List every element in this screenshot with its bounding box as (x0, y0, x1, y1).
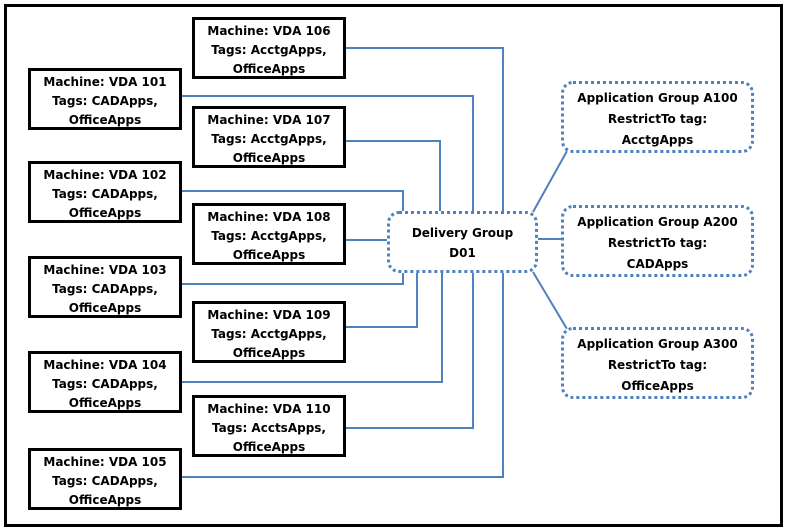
machine-node-vda-101: Machine: VDA 101 Tags: CADApps, OfficeAp… (28, 68, 182, 130)
machine-tags-line1: Tags: AcctgApps, (211, 43, 327, 57)
connector-vda107-dg (346, 140, 441, 213)
application-group-title: Application Group A200 (577, 215, 738, 229)
restrict-to-tag: CADApps (626, 257, 689, 271)
machine-node-vda-102: Machine: VDA 102 Tags: CADApps, OfficeAp… (28, 161, 182, 223)
machine-name: Machine: VDA 108 (207, 210, 331, 224)
application-group-node-a300: Application Group A300 RestrictTo tag: O… (561, 327, 754, 399)
delivery-group-id: D01 (449, 246, 476, 260)
machine-tags-line2: OfficeApps (232, 346, 306, 360)
delivery-group-label: Delivery Group (411, 226, 514, 240)
machine-node-vda-105: Machine: VDA 105 Tags: CADApps, OfficeAp… (28, 448, 182, 510)
delivery-group-node: Delivery Group D01 (387, 211, 538, 273)
machine-node-vda-109: Machine: VDA 109 Tags: AcctgApps, Office… (192, 301, 346, 363)
restrict-to-label: RestrictTo tag: (607, 112, 708, 126)
machine-tags-line1: Tags: CADApps, (52, 474, 158, 488)
connector-vda106-dg (346, 47, 504, 213)
machine-tags-line2: OfficeApps (68, 206, 142, 220)
restrict-to-tag: OfficeApps (621, 379, 694, 393)
machine-tags-line2: OfficeApps (68, 113, 142, 127)
machine-tags-line2: OfficeApps (232, 62, 306, 76)
machine-name: Machine: VDA 102 (43, 168, 167, 182)
connector-vda105-dg (182, 271, 504, 478)
machine-tags-line2: OfficeApps (232, 151, 306, 165)
machine-tags-line2: OfficeApps (68, 493, 142, 507)
connector-vda109-dg (346, 271, 418, 328)
connector-vda103-dg (182, 271, 404, 285)
machine-name: Machine: VDA 105 (43, 455, 167, 469)
connector-dg-a100 (532, 150, 568, 213)
machine-node-vda-106: Machine: VDA 106 Tags: AcctgApps, Office… (192, 17, 346, 79)
machine-node-vda-104: Machine: VDA 104 Tags: CADApps, OfficeAp… (28, 351, 182, 413)
restrict-to-label: RestrictTo tag: (607, 358, 708, 372)
connector-vda102-dg (182, 190, 404, 213)
machine-name: Machine: VDA 110 (207, 402, 331, 416)
machine-tags-line1: Tags: CADApps, (52, 94, 158, 108)
machine-tags-line1: Tags: AcctgApps, (211, 327, 327, 341)
machine-name: Machine: VDA 106 (207, 24, 331, 38)
connector-vda101-dg (182, 95, 474, 213)
machine-name: Machine: VDA 103 (43, 263, 167, 277)
machine-tags-line2: OfficeApps (232, 440, 306, 454)
application-group-title: Application Group A100 (577, 91, 738, 105)
connector-vda110-dg (346, 271, 474, 429)
machine-name: Machine: VDA 101 (43, 75, 167, 89)
application-group-title: Application Group A300 (577, 337, 738, 351)
machine-tags-line1: Tags: CADApps, (52, 187, 158, 201)
application-group-node-a100: Application Group A100 RestrictTo tag: A… (561, 81, 754, 153)
diagram-border (4, 4, 783, 527)
machine-tags-line1: Tags: CADApps, (52, 377, 158, 391)
connector-vda104-dg (182, 271, 443, 383)
machine-name: Machine: VDA 104 (43, 358, 167, 372)
restrict-to-label: RestrictTo tag: (607, 236, 708, 250)
machine-name: Machine: VDA 109 (207, 308, 331, 322)
machine-name: Machine: VDA 107 (207, 113, 331, 127)
machine-tags-line1: Tags: AcctsApps, (211, 421, 326, 435)
restrict-to-tag: AcctgApps (621, 133, 694, 147)
machine-tags-line1: Tags: AcctgApps, (211, 229, 327, 243)
connector-dg-a300 (532, 271, 568, 330)
application-group-node-a200: Application Group A200 RestrictTo tag: C… (561, 205, 754, 277)
machine-tags-line1: Tags: AcctgApps, (211, 132, 327, 146)
machine-tags-line2: OfficeApps (68, 301, 142, 315)
machine-tags-line2: OfficeApps (68, 396, 142, 410)
machine-node-vda-107: Machine: VDA 107 Tags: AcctgApps, Office… (192, 106, 346, 168)
machine-node-vda-103: Machine: VDA 103 Tags: CADApps, OfficeAp… (28, 256, 182, 318)
machine-node-vda-108: Machine: VDA 108 Tags: AcctgApps, Office… (192, 203, 346, 265)
machine-tags-line2: OfficeApps (232, 248, 306, 262)
machine-tags-line1: Tags: CADApps, (52, 282, 158, 296)
machine-node-vda-110: Machine: VDA 110 Tags: AcctsApps, Office… (192, 395, 346, 457)
